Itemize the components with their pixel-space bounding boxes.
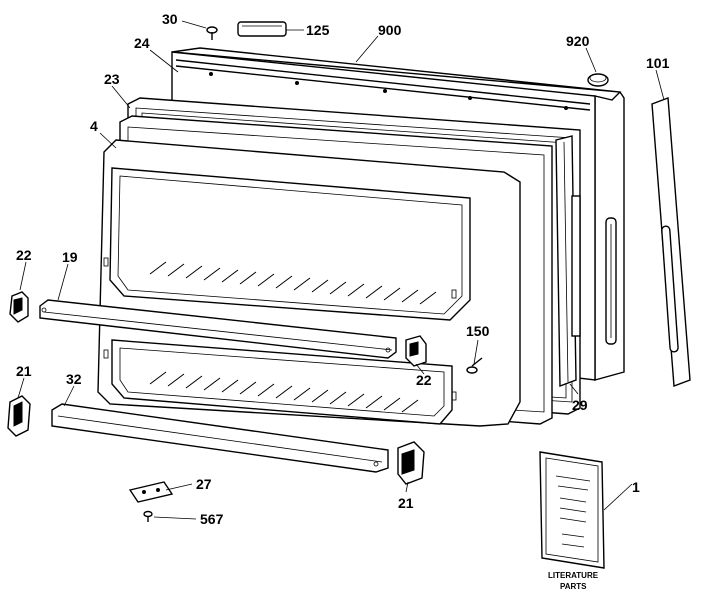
label-920: 920 <box>566 33 590 49</box>
screw-150-icon <box>466 357 483 374</box>
handle-cap <box>237 21 287 37</box>
label-22-right: 22 <box>416 372 432 388</box>
label-150: 150 <box>466 323 490 339</box>
label-32: 32 <box>66 371 82 387</box>
lower-shelf-bar <box>51 403 389 473</box>
label-30: 30 <box>162 11 178 27</box>
booklet-text-lines <box>555 475 591 548</box>
label-24: 24 <box>134 35 150 51</box>
screw-567-icon <box>143 510 153 522</box>
screw-icon <box>206 26 218 40</box>
upper-shelf-ribs <box>149 261 437 305</box>
right-lower-end-cap <box>397 441 425 485</box>
label-125: 125 <box>306 22 330 38</box>
label-29: 29 <box>572 397 588 413</box>
left-lower-end-cap <box>7 395 31 437</box>
plug-button <box>587 73 609 87</box>
label-21-right: 21 <box>398 495 414 511</box>
literature-caption-line2: PARTS <box>560 582 587 591</box>
literature-caption-line1: LITERATURE <box>548 571 599 580</box>
label-22-left: 22 <box>16 247 32 263</box>
label-27: 27 <box>196 476 212 492</box>
label-900: 900 <box>378 22 402 38</box>
label-1: 1 <box>632 479 640 495</box>
label-23: 23 <box>104 71 120 87</box>
lower-shelf-ribs <box>149 371 419 413</box>
cap-strip <box>555 135 581 388</box>
hinge-plate <box>128 481 174 503</box>
leader-lines <box>17 20 665 520</box>
literature-booklet <box>539 451 605 569</box>
door-handle <box>651 97 691 387</box>
label-4: 4 <box>90 118 98 134</box>
label-101: 101 <box>646 55 670 71</box>
left-upper-end-cap <box>9 291 29 323</box>
inner-door-liner <box>97 139 521 427</box>
upper-shelf-bar <box>39 299 397 359</box>
label-19: 19 <box>62 249 78 265</box>
right-upper-end-cap <box>405 335 427 367</box>
part-labels: 30 125 900 920 101 24 23 4 22 19 150 22 … <box>16 11 670 591</box>
label-21-left: 21 <box>16 363 32 379</box>
label-567: 567 <box>200 511 224 527</box>
